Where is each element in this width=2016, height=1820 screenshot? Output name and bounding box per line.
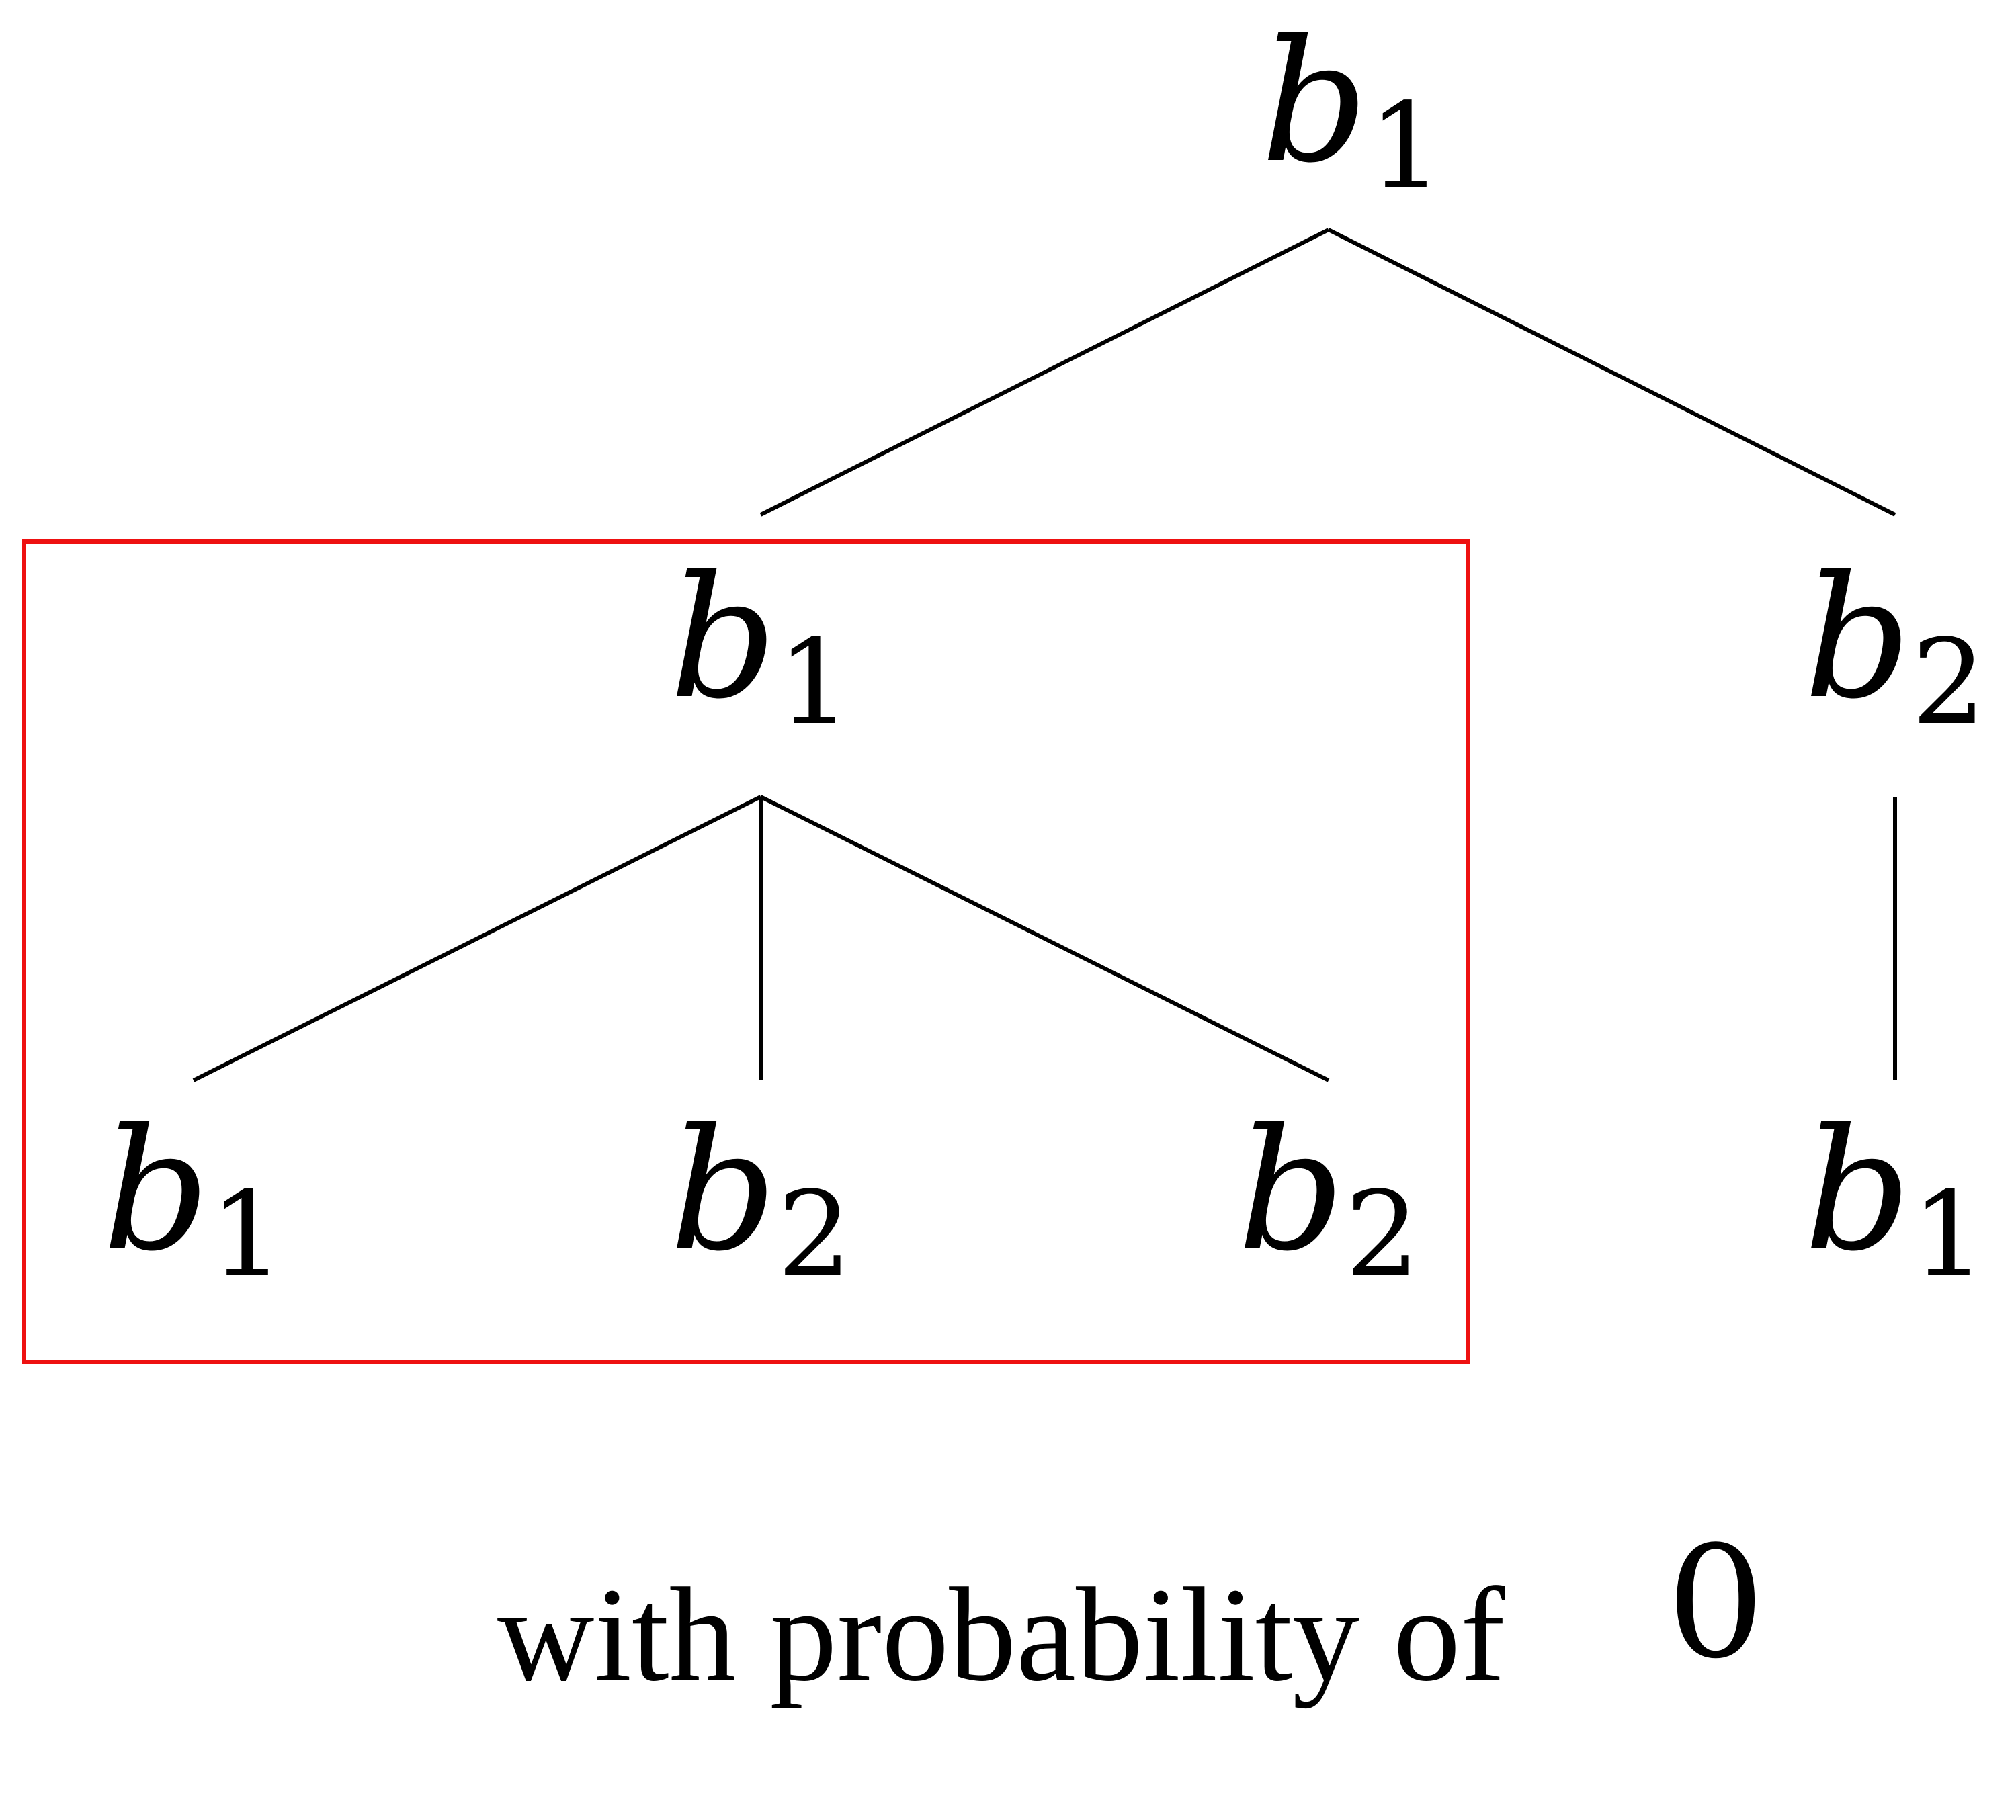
node-right: b2 bbox=[1804, 540, 1986, 751]
edge-root-left bbox=[759, 228, 1330, 517]
edge-left-left-right bbox=[759, 795, 1330, 1082]
node-left-left: b1 bbox=[102, 1092, 284, 1303]
edge-left-left-left bbox=[192, 795, 762, 1082]
caption-value: 0 bbox=[1667, 1514, 1765, 1693]
caption-text: with probability of bbox=[497, 1561, 1505, 1709]
node-left-right: b2 bbox=[1237, 1092, 1419, 1303]
node-root: b1 bbox=[1261, 4, 1443, 215]
node-left-middle: b2 bbox=[669, 1092, 851, 1303]
node-right-child: b1 bbox=[1804, 1092, 1986, 1303]
highlighted-subtree-box bbox=[22, 539, 1470, 1364]
node-left: b1 bbox=[669, 540, 851, 751]
edge-root-right bbox=[1327, 228, 1896, 517]
